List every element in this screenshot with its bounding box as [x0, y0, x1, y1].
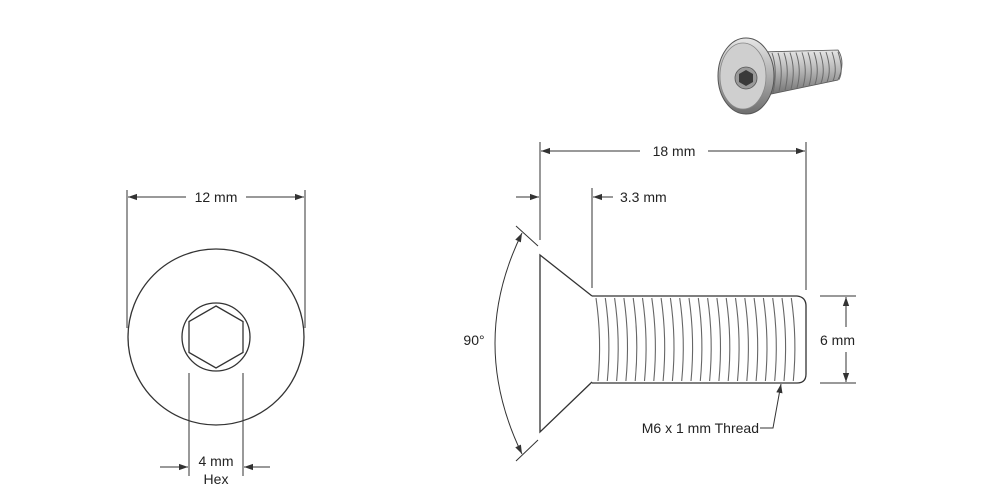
head-angle-arc	[494, 232, 523, 455]
length-label: 18 mm	[653, 143, 696, 159]
hex-socket	[188, 305, 244, 369]
head-outline	[127, 248, 305, 426]
hex-word-label: Hex	[204, 471, 229, 487]
iso-hex-socket-icon	[739, 70, 753, 86]
hex-size-label: 4 mm	[199, 453, 234, 469]
thread-lines	[595, 297, 796, 382]
thread-shank-outline	[592, 295, 807, 384]
head-height-label: 3.3 mm	[620, 189, 667, 205]
countersunk-head	[539, 253, 593, 434]
thread-spec-label: M6 x 1 mm Thread	[642, 420, 759, 436]
side-view: 18 mm 3.3 mm 90° 6 mm M6 x 1 mm Thread	[452, 142, 856, 462]
socket-outline	[181, 302, 251, 372]
end-view: 12 mm 4 mm Hex	[126, 189, 306, 487]
angle-label: 90°	[463, 332, 484, 348]
screw-3d-icon	[717, 37, 843, 115]
thread-diameter-label: 6 mm	[820, 332, 855, 348]
head-diameter-label: 12 mm	[195, 189, 238, 205]
thread-callout-leader	[760, 383, 783, 429]
